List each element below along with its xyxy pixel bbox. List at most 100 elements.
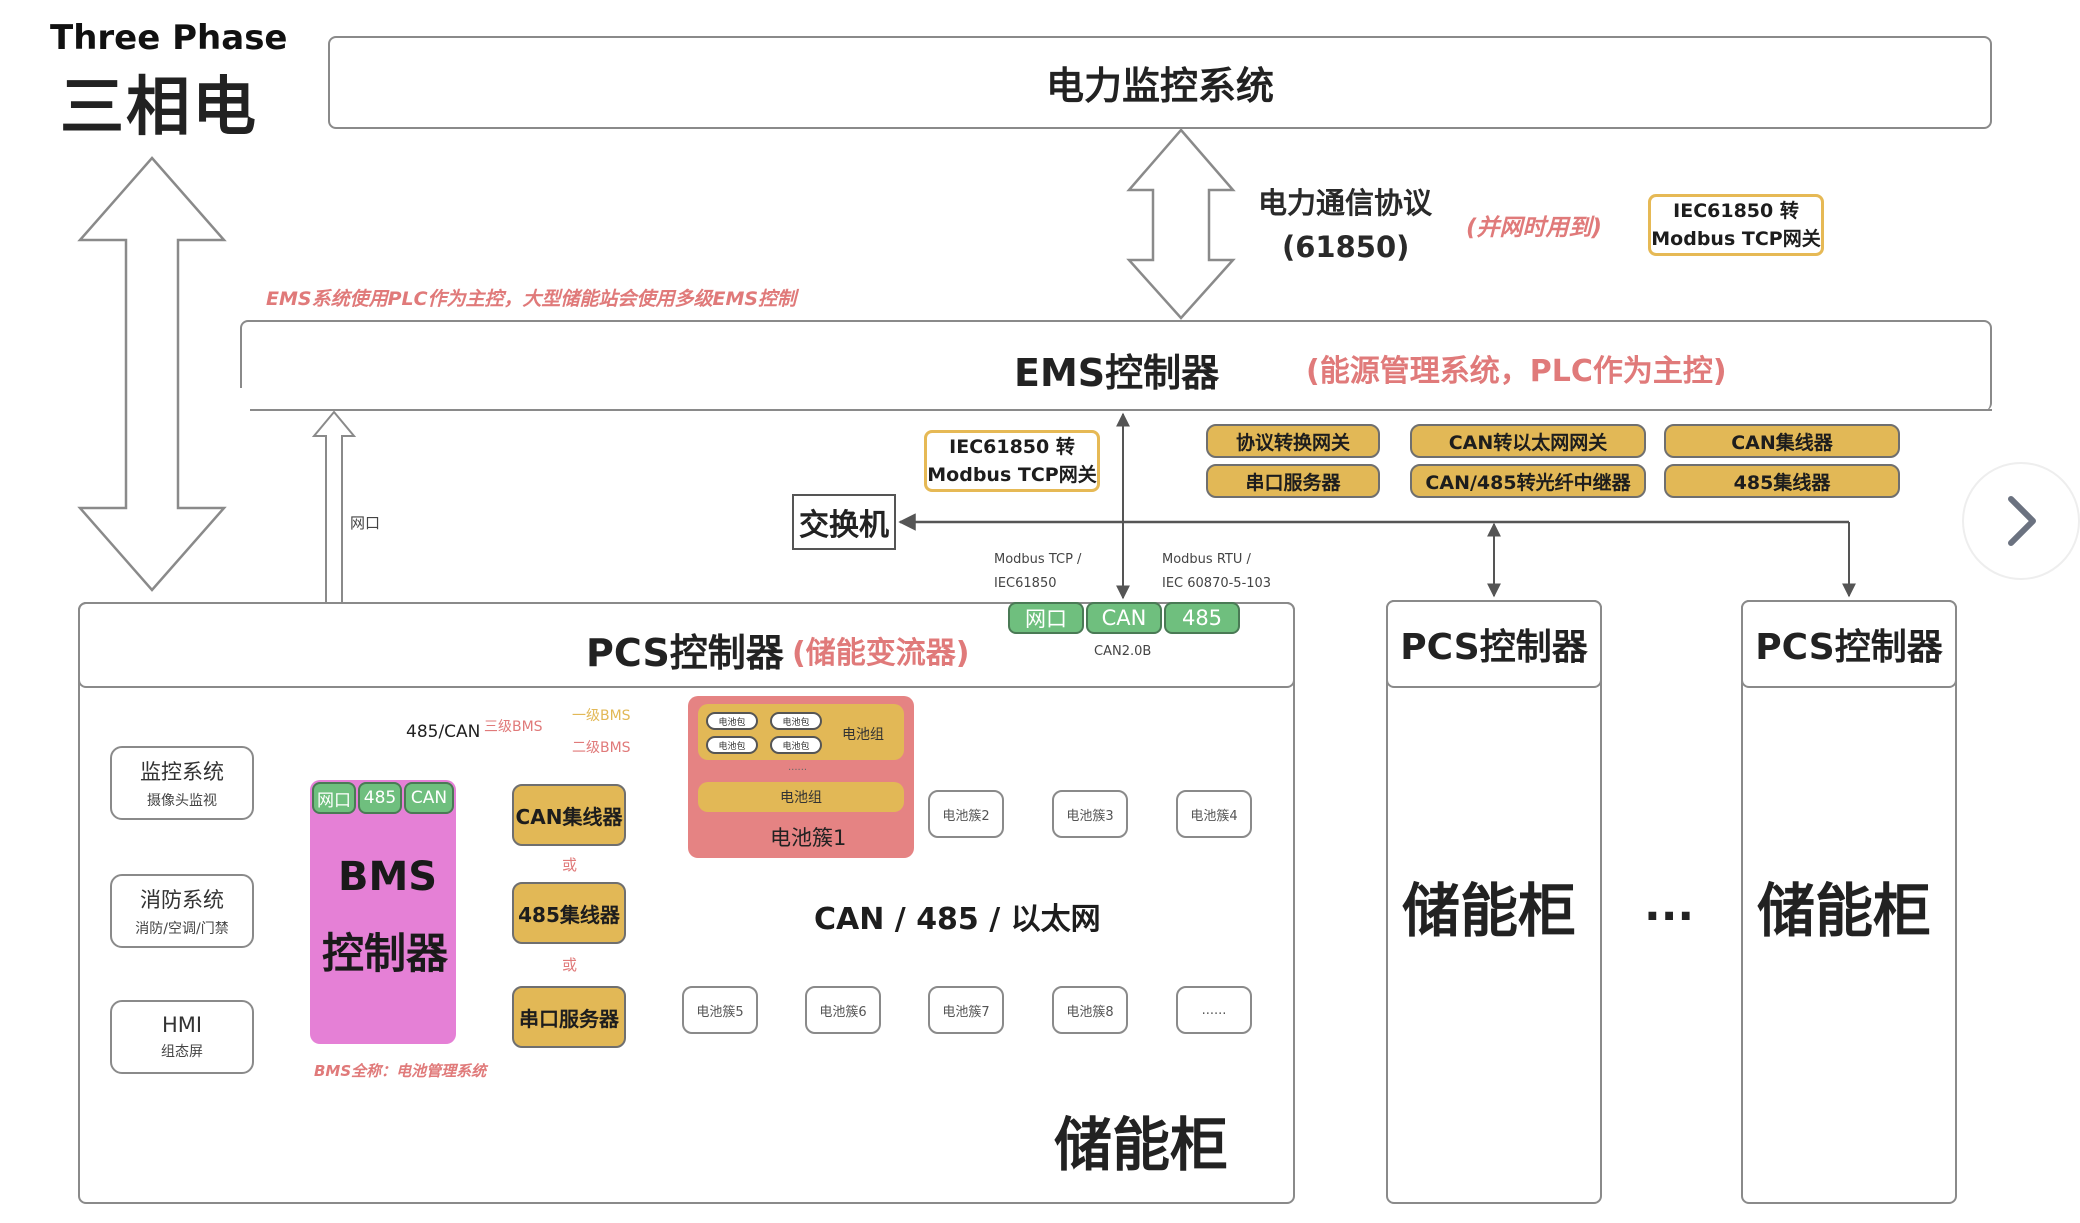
protocol-double-arrow <box>1126 128 1236 320</box>
storage-cabinet-3-label: 储能柜 <box>1757 877 1932 945</box>
hmi-sub: 组态屏 <box>161 1044 203 1060</box>
battery-cluster-4: 电池簇4 <box>1176 790 1252 838</box>
hub-or-2: 或 <box>562 956 578 974</box>
ems-controller-box <box>240 320 1992 411</box>
pcs-controller-2-title: PCS控制器 <box>1400 627 1588 668</box>
chevron-right-icon <box>2008 496 2036 546</box>
cabinet-ellipsis: ... <box>1644 880 1695 931</box>
bms-controller <box>310 780 456 1044</box>
gateway-mid-line1: IEC61850 转 <box>949 436 1075 458</box>
bms-title-line2: 控制器 <box>322 929 449 978</box>
hmi-title: HMI <box>161 1013 203 1037</box>
main-storage-cabinet <box>78 602 1295 1204</box>
battery-pack-label: 电池包 <box>718 717 746 728</box>
device-485-hub-top: 485集线器 <box>1664 464 1900 498</box>
modbus-rtu-label-line2: IEC 60870-5-103 <box>1162 576 1272 591</box>
cluster-label: 电池簇3 <box>1066 808 1114 824</box>
device-serial-server-top: 串口服务器 <box>1206 464 1380 498</box>
protocol-label-line1: 电力通信协议 <box>1258 186 1433 220</box>
pcs-port-485: 485 <box>1164 602 1240 634</box>
gateway-mid-line2: Modbus TCP网关 <box>927 464 1097 486</box>
battery-pack: 电池包 <box>706 736 758 754</box>
cluster-label: 电池簇6 <box>819 1004 867 1020</box>
battery-cluster-5: 电池簇5 <box>682 986 758 1034</box>
bus-label: CAN / 485 / 以太网 <box>814 902 1101 937</box>
pcs-main-subtitle: (储能变流器) <box>792 636 970 671</box>
three-phase-en-label: Three Phase <box>50 18 288 58</box>
bms-level3-label: 三级BMS <box>484 719 543 735</box>
iec61850-gateway-top: IEC61850 转 Modbus TCP网关 <box>1648 194 1824 256</box>
switch-label: 交换机 <box>799 508 889 543</box>
battery-group-2: 电池组 <box>698 782 904 812</box>
ems-bottom-edge <box>250 409 1992 411</box>
fire-title: 消防系统 <box>140 888 224 912</box>
fire-sub: 消防/空调/门禁 <box>135 921 229 937</box>
cluster-label: 电池簇8 <box>1066 1004 1114 1020</box>
device-protocol-gateway: 协议转换网关 <box>1206 424 1380 458</box>
modbus-tcp-label-line2: IEC61850 <box>994 576 1057 591</box>
bms-title-line1: BMS <box>338 854 438 900</box>
bms-link-label: 485/CAN <box>406 722 481 742</box>
gateway-top-line2: Modbus TCP网关 <box>1651 228 1821 250</box>
cluster-label: ...... <box>1201 1002 1227 1018</box>
netport-link-label: 网口 <box>350 514 381 532</box>
pcs-controller-3-title: PCS控制器 <box>1755 627 1943 668</box>
hub-or-1: 或 <box>562 856 578 874</box>
pcs-port-netport: 网口 <box>1008 602 1084 634</box>
three-phase-double-arrow <box>77 156 227 592</box>
modbus-rtu-label-line1: Modbus RTU / <box>1162 552 1251 567</box>
battery-cluster-1-title: 电池簇1 <box>770 826 847 850</box>
battery-cluster-2: 电池簇2 <box>928 790 1004 838</box>
cluster-label: 电池簇2 <box>942 808 990 824</box>
monitoring-sub: 摄像头监视 <box>147 793 217 809</box>
pcs-port-can: CAN <box>1086 602 1162 634</box>
bms-port-can: CAN <box>404 782 454 814</box>
bms-fullname-note: BMS全称：电池管理系统 <box>314 1062 487 1080</box>
three-phase-zh-label: 三相电 <box>60 71 258 145</box>
storage-cabinet-3 <box>1741 600 1957 1204</box>
battery-pack: 电池包 <box>706 712 758 730</box>
monitoring-subsystem: 监控系统 摄像头监视 <box>110 746 254 820</box>
grid-connection-note: (并网时用到) <box>1466 215 1603 241</box>
cluster-label: 电池簇5 <box>696 1004 744 1020</box>
ems-subtitle: (能源管理系统，PLC作为主控) <box>1306 354 1727 389</box>
pcs-header-band <box>78 602 1295 688</box>
battery-pack-label: 电池包 <box>718 741 746 752</box>
device-can-ethernet-gateway: CAN转以太网网关 <box>1410 424 1646 458</box>
battery-pack: 电池包 <box>770 712 822 730</box>
device-can-hub-top: CAN集线器 <box>1664 424 1900 458</box>
battery-cluster-more: ...... <box>1176 986 1252 1034</box>
battery-cluster-3: 电池簇3 <box>1052 790 1128 838</box>
battery-group-1-label: 电池组 <box>842 727 884 743</box>
hub-485: 485集线器 <box>512 882 626 944</box>
bms-level1-label: 一级BMS <box>572 708 631 724</box>
battery-cluster-7: 电池簇7 <box>928 986 1004 1034</box>
network-switch-box: 交换机 <box>792 494 896 550</box>
can20b-label: CAN2.0B <box>1094 644 1152 659</box>
ems-note: EMS系统使用PLC作为主控，大型储能站会使用多级EMS控制 <box>266 288 797 310</box>
pcs-main-title: PCS控制器 <box>586 631 784 675</box>
cluster-label: 电池簇7 <box>942 1004 990 1020</box>
next-slide-button[interactable] <box>1962 462 2080 580</box>
power-monitoring-system-box: 电力监控系统 <box>328 36 1992 129</box>
battery-group-2-label: 电池组 <box>780 790 822 806</box>
storage-cabinet-2-label: 储能柜 <box>1402 877 1577 945</box>
battery-pack-label: 电池包 <box>782 741 810 752</box>
device-fiber-repeater: CAN/485转光纤中继器 <box>1410 464 1646 498</box>
storage-cabinet-2 <box>1386 600 1602 1204</box>
hub-serial-server: 串口服务器 <box>512 986 626 1048</box>
pcs-controller-2: PCS控制器 <box>1386 600 1602 688</box>
hub-can: CAN集线器 <box>512 784 626 846</box>
modbus-tcp-label-line1: Modbus TCP / <box>994 552 1082 567</box>
protocol-label-line2: (61850) <box>1282 230 1410 264</box>
battery-cluster-6: 电池簇6 <box>805 986 881 1034</box>
bms-port-netport: 网口 <box>312 782 356 814</box>
cluster-label: 电池簇4 <box>1190 808 1238 824</box>
battery-cluster-8: 电池簇8 <box>1052 986 1128 1034</box>
iec61850-gateway-mid: IEC61850 转 Modbus TCP网关 <box>924 430 1100 492</box>
bms-port-485: 485 <box>358 782 402 814</box>
battery-group-ellipsis: ...... <box>788 762 808 773</box>
hmi-subsystem: HMI 组态屏 <box>110 1000 254 1074</box>
power-monitoring-title: 电力监控系统 <box>1045 64 1274 108</box>
monitoring-title: 监控系统 <box>140 760 224 784</box>
